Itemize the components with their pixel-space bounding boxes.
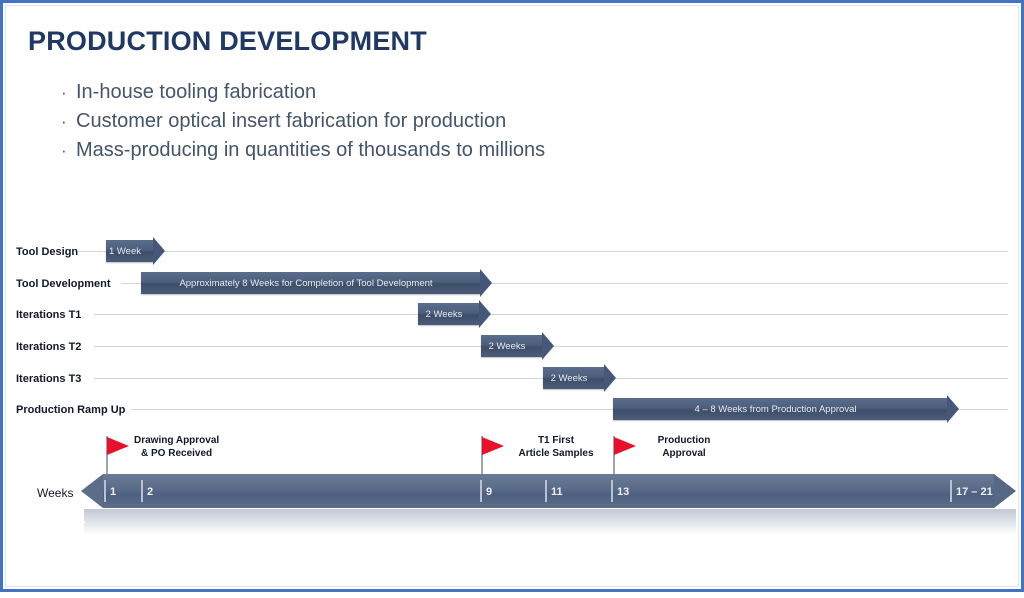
week-tick	[545, 480, 547, 502]
flag-pole-icon	[106, 436, 108, 482]
bullet-list: · In-house tooling fabrication · Custome…	[61, 78, 545, 165]
gantt-row-label-tool-development: Tool Development	[16, 278, 111, 290]
gantt-bar-iterations-t2[interactable]: 2 Weeks	[481, 332, 554, 360]
slide-inner: PRODUCTION DEVELOPMENT · In-house toolin…	[5, 5, 1019, 587]
list-item: · In-house tooling fabrication	[61, 78, 545, 107]
gantt-row-rule	[78, 251, 1008, 252]
gantt-bar-label: Approximately 8 Weeks for Completion of …	[179, 277, 433, 289]
gantt-bar-label: 1 Week	[108, 245, 142, 257]
week-tick-label: 17 – 21	[956, 486, 993, 498]
weeks-bar-reflection-notch	[66, 509, 86, 535]
gantt-row-rule	[121, 283, 1008, 284]
flag-pennant-icon	[614, 437, 636, 455]
bullet-dot-icon: ·	[61, 141, 67, 160]
milestone-label-line1: T1 First	[537, 435, 575, 446]
milestone-label-drawing-approval: Drawing Approval & PO Received	[134, 434, 219, 460]
weeks-axis-label: Weeks	[37, 486, 74, 500]
milestone-label-line1: Production	[657, 435, 711, 446]
gantt-bar-iterations-t1[interactable]: 2 Weeks	[418, 300, 491, 328]
week-tick-label: 11	[551, 486, 563, 498]
flag-pennant-icon	[107, 437, 129, 455]
week-tick-label: 2	[147, 486, 154, 498]
week-tick-label: 1	[110, 486, 117, 498]
gantt-bar-label: 4 – 8 Weeks from Production Approval	[694, 403, 857, 415]
weeks-timeline-bar[interactable]: 1 2 9 11 13 17 – 21	[81, 474, 1016, 508]
milestone-label-production-approval: Production Approval	[640, 434, 728, 460]
milestone-label-line2: Article Samples	[518, 448, 594, 459]
gantt-row-label-tool-design: Tool Design	[16, 246, 79, 258]
gantt-bar-tool-development[interactable]: Approximately 8 Weeks for Completion of …	[141, 269, 492, 297]
gantt-row-label-production-ramp-up: Production Ramp Up	[16, 404, 126, 416]
page-title: PRODUCTION DEVELOPMENT	[28, 26, 427, 56]
milestone-label-line1: Drawing Approval	[134, 435, 220, 446]
flag-pole-icon	[613, 436, 615, 482]
flag-pennant-icon	[482, 437, 504, 455]
week-tick-label: 13	[617, 486, 630, 498]
milestone-label-t1-first-article-samples: T1 First Article Samples	[508, 434, 604, 460]
gantt-chart: Tool Design 1 Week Tool Development Appr…	[6, 6, 1024, 598]
list-item: · Mass-producing in quantities of thousa…	[61, 136, 545, 165]
gantt-row-rule	[94, 314, 1008, 315]
gantt-bar-label: 2 Weeks	[425, 308, 463, 320]
week-tick	[141, 480, 143, 502]
bullet-text: Mass-producing in quantities of thousand…	[76, 139, 546, 161]
weeks-bar-body	[103, 474, 994, 508]
week-tick-label: 9	[486, 486, 493, 498]
milestone-label-line2: Approval	[662, 448, 706, 459]
gantt-bar-label: 2 Weeks	[488, 340, 526, 352]
bullet-dot-icon: ·	[61, 83, 67, 102]
week-tick	[950, 480, 952, 502]
gantt-bar-tool-design[interactable]: 1 Week	[106, 237, 165, 265]
bullet-text: Customer optical insert fabrication for …	[76, 110, 507, 132]
gantt-row-label-iterations-t1: Iterations T1	[16, 309, 82, 321]
week-tick	[480, 480, 482, 502]
gantt-bar-label: 2 Weeks	[550, 372, 588, 384]
gantt-bar-iterations-t3[interactable]: 2 Weeks	[543, 364, 616, 392]
gantt-row-label-iterations-t3: Iterations T3	[16, 373, 82, 385]
weeks-bar-arrowhead-icon	[994, 474, 1016, 508]
gantt-row-rule	[131, 409, 1008, 410]
gantt-bar-production-ramp-up[interactable]: 4 – 8 Weeks from Production Approval	[613, 395, 959, 423]
week-tick	[104, 480, 106, 502]
milestone-label-line2: & PO Received	[141, 448, 213, 459]
weeks-bar-left-notch-icon	[81, 474, 103, 508]
bullet-dot-icon: ·	[61, 112, 67, 131]
gantt-row-label-iterations-t2: Iterations T2	[16, 341, 82, 353]
weeks-bar-reflection	[84, 509, 1016, 535]
bullet-text: In-house tooling fabrication	[76, 81, 317, 103]
week-tick	[611, 480, 613, 502]
list-item: · Customer optical insert fabrication fo…	[61, 107, 545, 136]
flag-pole-icon	[481, 436, 483, 482]
